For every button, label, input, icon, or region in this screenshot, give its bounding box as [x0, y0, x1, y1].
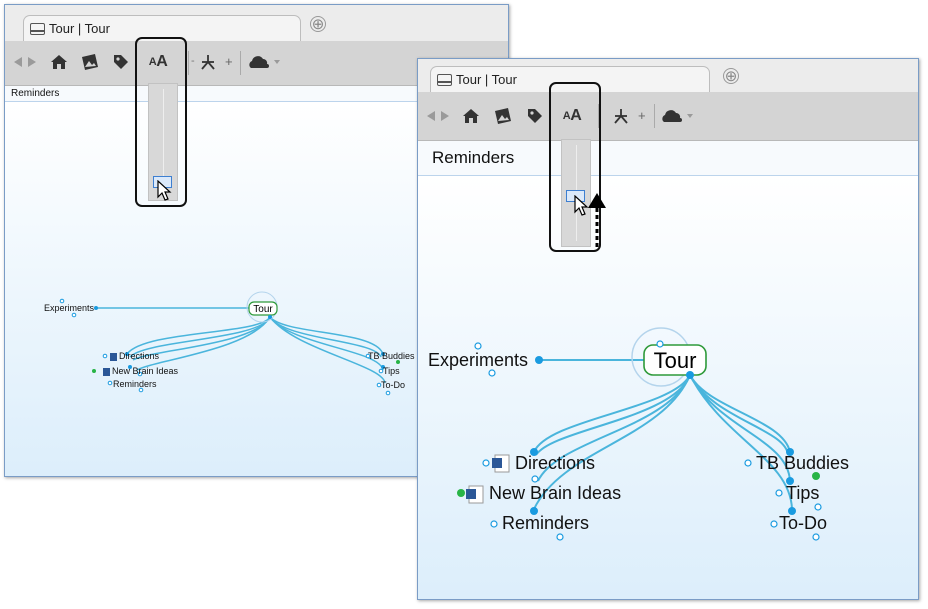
breadcrumb[interactable]: Reminders [5, 86, 508, 102]
tab-bar: Tour | Tour ⊕ [5, 5, 508, 41]
mind-map-small: Tour Experiments Directions New Brain Id… [44, 291, 415, 396]
hierarchy-icon[interactable] [612, 107, 630, 125]
home-icon[interactable] [50, 54, 68, 70]
hierarchy-icon[interactable] [199, 53, 217, 71]
add-tab-icon[interactable]: ⊕ [723, 68, 739, 85]
topic-tips[interactable]: Tips [786, 483, 819, 503]
topic-tips[interactable]: Tips [383, 366, 400, 376]
toolbar-separator [654, 104, 655, 128]
topic-reminders[interactable]: Reminders [113, 379, 157, 389]
cursor-icon [157, 180, 172, 201]
topic-tb-buddies[interactable]: TB Buddies [368, 351, 415, 361]
topic-directions[interactable]: Directions [119, 351, 160, 361]
add-icon[interactable]: + [638, 108, 646, 123]
topic-reminders[interactable]: Reminders [502, 513, 589, 533]
topic-experiments[interactable]: Experiments [44, 303, 95, 313]
word-doc-icon[interactable] [466, 485, 484, 504]
cloud-icon[interactable] [660, 109, 694, 123]
plex-canvas[interactable] [418, 176, 918, 599]
images-icon[interactable] [494, 107, 512, 125]
brain-window-icon [30, 22, 45, 35]
add-tab-icon[interactable]: ⊕ [310, 16, 326, 33]
add-icon[interactable]: + [225, 54, 233, 69]
font-slider-callout [549, 82, 601, 252]
tab-bar: Tour | Tour ⊕ [418, 59, 918, 92]
toolbar-separator [598, 104, 599, 128]
back-icon[interactable] [426, 110, 436, 122]
font-small-glyph: A [148, 56, 157, 68]
topic-new-brain-ideas[interactable]: New Brain Ideas [489, 483, 621, 503]
mind-map-large: Tour Experiments Directions New Brain Id… [428, 327, 849, 541]
topic-experiments[interactable]: Experiments [428, 350, 528, 370]
back-icon[interactable] [13, 56, 23, 68]
font-small-glyph: A [562, 110, 571, 122]
toolbar-separator [240, 51, 241, 75]
toolbar-dash: - [191, 55, 195, 67]
forward-icon[interactable] [440, 110, 450, 122]
cursor-icon [574, 195, 589, 216]
toolbar-separator [188, 51, 189, 75]
font-large-glyph: A [570, 107, 582, 124]
tab-tour[interactable]: Tour | Tour [23, 15, 301, 41]
topic-tb-buddies[interactable]: TB Buddies [756, 453, 849, 473]
topic-to-do[interactable]: To-Do [779, 513, 827, 533]
brain-window-icon [437, 73, 452, 86]
slider-rail [163, 89, 164, 193]
forward-icon[interactable] [27, 56, 37, 68]
images-icon[interactable] [81, 53, 99, 71]
breadcrumb[interactable]: Reminders [418, 141, 918, 176]
tab-title: Tour | Tour [49, 21, 110, 36]
topic-new-brain-ideas[interactable]: New Brain Ideas [112, 366, 179, 376]
home-icon[interactable] [462, 108, 480, 124]
topic-to-do[interactable]: To-Do [381, 380, 405, 390]
tab-tour[interactable]: Tour | Tour [430, 66, 710, 92]
central-topic[interactable]: Tour [654, 348, 697, 373]
tag-icon[interactable] [113, 54, 129, 70]
up-arrow-icon [588, 193, 606, 249]
topic-directions[interactable]: Directions [515, 453, 595, 473]
tab-title: Tour | Tour [456, 72, 517, 87]
cloud-icon[interactable] [247, 55, 281, 69]
font-large-glyph: A [156, 53, 168, 70]
font-slider-callout [135, 37, 187, 207]
central-topic[interactable]: Tour [253, 304, 273, 315]
tag-icon[interactable] [527, 108, 543, 124]
word-doc-icon[interactable] [492, 454, 510, 473]
